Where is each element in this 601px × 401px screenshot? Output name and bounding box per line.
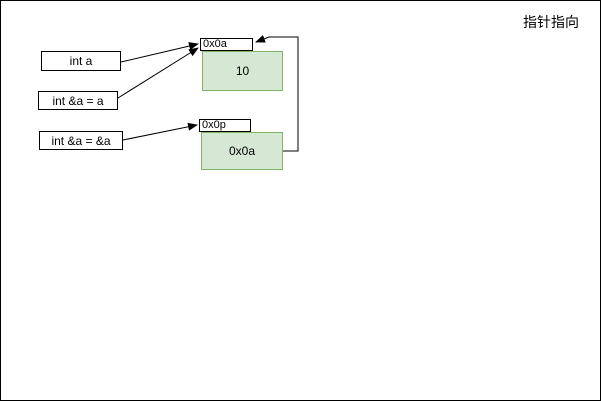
arrow-int-ref-a-to-0x0a xyxy=(117,47,199,99)
variable-box-int-ref-a: int &a = a xyxy=(38,91,118,110)
memory-cell-0x0a: 10 xyxy=(202,51,283,91)
diagram-title: 指针指向 xyxy=(523,14,579,30)
arrow-int-a-to-0x0a xyxy=(120,42,199,63)
address-label-0x0p: 0x0p xyxy=(199,119,251,132)
address-label-0x0a: 0x0a xyxy=(200,38,253,51)
arrow-int-ref-addr-a-to-0x0p xyxy=(122,122,198,141)
memory-cell-0x0p: 0x0a xyxy=(201,132,283,170)
variable-box-int-a: int a xyxy=(41,51,121,71)
variable-box-int-ref-addr-a: int &a = &a xyxy=(39,131,123,150)
